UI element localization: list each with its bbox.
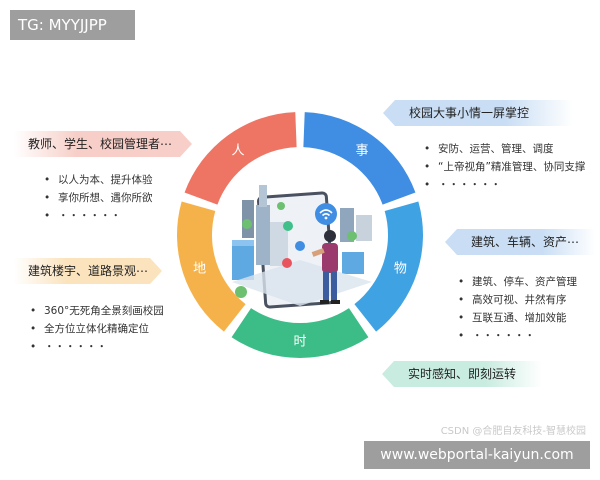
places-banner: 建筑楼宇、道路景观⋯: [14, 258, 162, 284]
ring-label-di: 地: [193, 262, 206, 277]
smart-city-illustration: [232, 185, 372, 309]
ring-segments: [177, 112, 423, 358]
list-item: •建筑、停车、资产管理: [458, 276, 577, 288]
things-banner: 建筑、车辆、资产⋯: [445, 229, 595, 255]
time-banner: 实时感知、即刻运转: [382, 361, 542, 387]
list-item: •以人为本、提升体验: [44, 174, 153, 186]
places-list: •360°无死角全景刻画校园 •全方位立体化精确定位 •・・・・・・: [30, 302, 164, 356]
ring-label-wu: 物: [394, 262, 407, 277]
list-item: •・・・・・・: [424, 179, 501, 191]
list-item: •360°无死角全景刻画校园: [30, 305, 164, 317]
person-with-tablet: [311, 230, 340, 304]
list-item: •高效可视、井然有序: [458, 294, 567, 306]
ring-segment-di: [177, 201, 246, 332]
list-item: •・・・・・・: [30, 341, 107, 353]
credit-text: CSDN @合肥自友科技-智慧校园: [440, 426, 586, 437]
footer-url[interactable]: www.webportal-kaiyun.com: [364, 441, 590, 469]
ring-segment-ren: [184, 112, 297, 205]
list-item: •・・・・・・: [458, 330, 535, 342]
list-item: •安防、运营、管理、调度: [424, 143, 554, 155]
list-item: •全方位立体化精确定位: [30, 323, 149, 335]
ring-label-ren: 人: [231, 144, 244, 159]
people-list: •以人为本、提升体验 •享你所想、遇你所欲 •・・・・・・: [44, 171, 153, 225]
watermark-tag: TG: MYYJJPP: [10, 10, 135, 40]
ring-segment-shi_event: [303, 112, 416, 205]
ring-label-shi_time: 时: [293, 335, 306, 350]
list-item: •享你所想、遇你所欲: [44, 192, 153, 204]
ring-segment-shi_time: [231, 308, 369, 358]
list-item: •互联互通、增加效能: [458, 312, 567, 324]
people-banner: 教师、学生、校园管理者⋯: [14, 131, 192, 157]
things-list: •建筑、停车、资产管理 •高效可视、井然有序 •互联互通、增加效能 •・・・・・…: [458, 273, 577, 345]
ring-segment-wu: [354, 201, 423, 332]
ring-label-shi_event: 事: [356, 144, 369, 159]
list-item: •“上帝视角”精准管理、协同支撑: [424, 161, 586, 173]
events-banner: 校园大事小情一屏掌控: [383, 100, 573, 126]
events-list: •安防、运营、管理、调度 •“上帝视角”精准管理、协同支撑 •・・・・・・: [424, 140, 585, 194]
wifi-icon: [315, 203, 337, 225]
list-item: •・・・・・・: [44, 210, 121, 222]
